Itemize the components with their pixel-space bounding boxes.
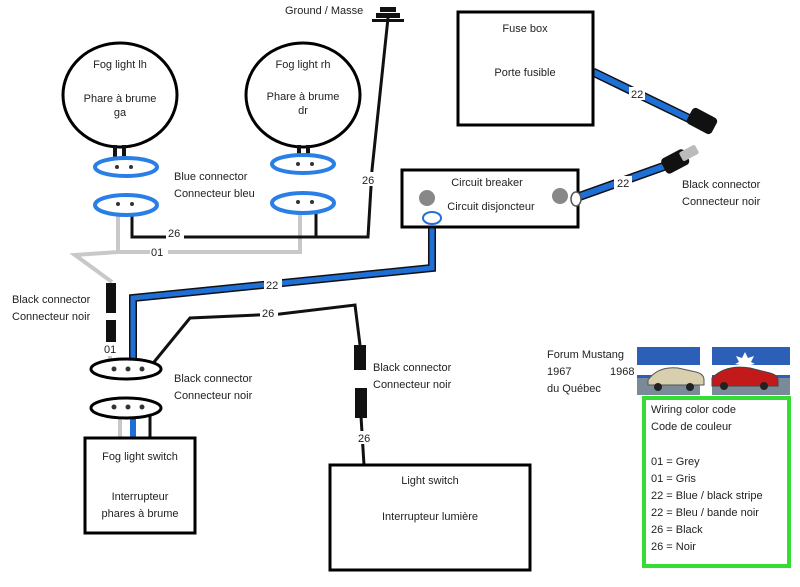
breaker-title: Circuit breaker — [451, 177, 523, 189]
blue-connectors — [93, 153, 336, 217]
fog-lh-fr: Phare à brume — [84, 93, 157, 105]
connector-mid-black — [354, 345, 366, 370]
fuse-box: Fuse box Porte fusible — [456, 10, 595, 127]
black-conn-right-en: Black connector — [682, 179, 761, 191]
black-conn-left-fr: Connecteur noir — [12, 311, 91, 323]
black-conn-mid-en: Black connector — [373, 362, 452, 374]
ground-label: Ground / Masse — [285, 5, 363, 17]
legend-item: 22 = Blue / black stripe — [651, 490, 763, 502]
fog-lh-title: Fog light lh — [93, 59, 147, 71]
fog-light-rh: Fog light rh Phare à brume dr — [244, 41, 362, 161]
connector-left-black-2 — [106, 320, 116, 342]
black-conn-switch-fr: Connecteur noir — [174, 390, 253, 402]
legend-item: 01 = Grey — [651, 456, 700, 468]
wire-number-labels: 26 22 22 26 01 22 26 01 26 — [103, 87, 645, 445]
wiring-color-legend: Wiring color code Code de couleur 01 = G… — [642, 396, 791, 568]
fog-lh-side: ga — [114, 107, 127, 119]
fog-switch-fr1: Interrupteur — [112, 491, 169, 503]
wire-label-22-fuse: 22 — [631, 89, 643, 101]
black-conn-left-en: Black connector — [12, 294, 91, 306]
black-conn-switch-en: Black connector — [174, 373, 253, 385]
forum-year-1: 1967 — [547, 366, 571, 378]
wire-label-26-light: 26 — [358, 433, 370, 445]
forum-region: du Québec — [547, 383, 601, 395]
connector-mid-black-2 — [355, 388, 367, 418]
wire-label-01-grey: 01 — [151, 247, 163, 259]
legend-item: 26 = Noir — [651, 541, 696, 553]
legend-item: 26 = Black — [651, 524, 703, 536]
fog-light-switch: Fog light switch Interrupteur phares à b… — [83, 436, 197, 535]
blue-connector-en: Blue connector — [174, 171, 248, 183]
ground-symbol — [372, 7, 404, 22]
legend-item: 01 = Gris — [651, 473, 696, 485]
fog-switch-fr2: phares à brume — [101, 508, 178, 520]
light-switch-title: Light switch — [401, 475, 458, 487]
fog-rh-fr: Phare à brume — [267, 91, 340, 103]
inline-connectors — [106, 107, 718, 418]
blue-connector-pins — [115, 162, 314, 206]
wire-label-26-ground: 26 — [362, 175, 374, 187]
connector-left-black — [106, 283, 116, 313]
breaker-fr: Circuit disjoncteur — [447, 201, 535, 213]
fuse-box-fr: Porte fusible — [494, 67, 555, 79]
legend-title-en: Wiring color code — [651, 404, 736, 416]
wire-label-22-breaker: 22 — [617, 178, 629, 190]
blue-connector-lh-bottom — [93, 193, 159, 217]
fog-rh-side: dr — [298, 105, 308, 117]
wire-label-26-top: 26 — [168, 228, 180, 240]
legend-item: 22 = Bleu / bande noir — [651, 507, 759, 519]
light-switch: Light switch Interrupteur lumière — [328, 463, 532, 572]
fog-rh-title: Fog light rh — [275, 59, 330, 71]
fog-light-lh: Fog light lh Phare à brume ga — [61, 41, 179, 161]
wire-label-26-mid: 26 — [262, 308, 274, 320]
fuse-box-title: Fuse box — [502, 23, 548, 35]
circuit-breaker: Circuit breaker Circuit disjoncteur — [400, 168, 582, 229]
black-conn-right-fr: Connecteur noir — [682, 196, 761, 208]
wire-label-01-left: 01 — [104, 344, 116, 356]
connector-breaker-tip — [679, 145, 699, 161]
black-conn-mid-fr: Connecteur noir — [373, 379, 452, 391]
forum-name: Forum Mustang — [547, 349, 624, 361]
wire-label-22-main: 22 — [266, 280, 278, 292]
black-connector-switch — [89, 357, 163, 420]
blue-connector-rh-bottom — [270, 191, 336, 215]
light-switch-fr: Interrupteur lumière — [382, 511, 478, 523]
blue-connector-rh-top — [270, 153, 336, 175]
forum-branding: Forum Mustang 1967 1968 du Québec — [547, 347, 790, 395]
forum-year-2: 1968 — [610, 366, 634, 378]
legend-title-fr: Code de couleur — [651, 421, 732, 433]
blue-connector-fr: Connecteur bleu — [174, 188, 255, 200]
forum-banner-image — [637, 347, 790, 395]
connector-fuse-end — [686, 107, 718, 135]
fog-switch-title: Fog light switch — [102, 451, 178, 463]
blue-connector-lh-top — [93, 156, 159, 178]
